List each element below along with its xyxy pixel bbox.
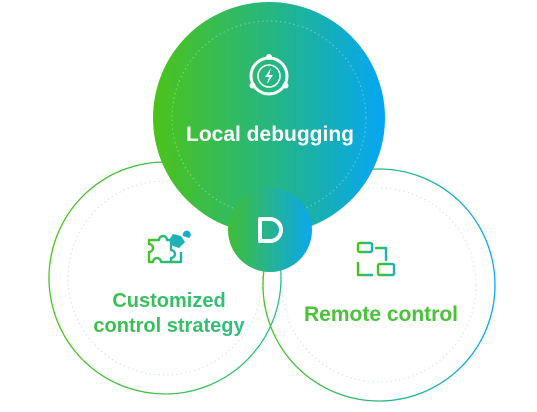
circle-remote-control xyxy=(262,168,496,402)
puzzle-icon xyxy=(147,230,191,264)
circle-local-debugging xyxy=(153,2,385,234)
local-debugging-label: Local debugging xyxy=(186,123,354,146)
customized-control-strategy-label: Customized control strategy xyxy=(60,289,278,339)
d-logo-icon xyxy=(228,188,312,272)
customized-label-line1: Customized xyxy=(112,290,226,312)
remote-devices-icon xyxy=(356,241,396,282)
customized-label-line2: control strategy xyxy=(93,315,245,337)
lightning-gear-icon xyxy=(249,54,289,96)
remote-control-label: Remote control xyxy=(303,303,458,326)
